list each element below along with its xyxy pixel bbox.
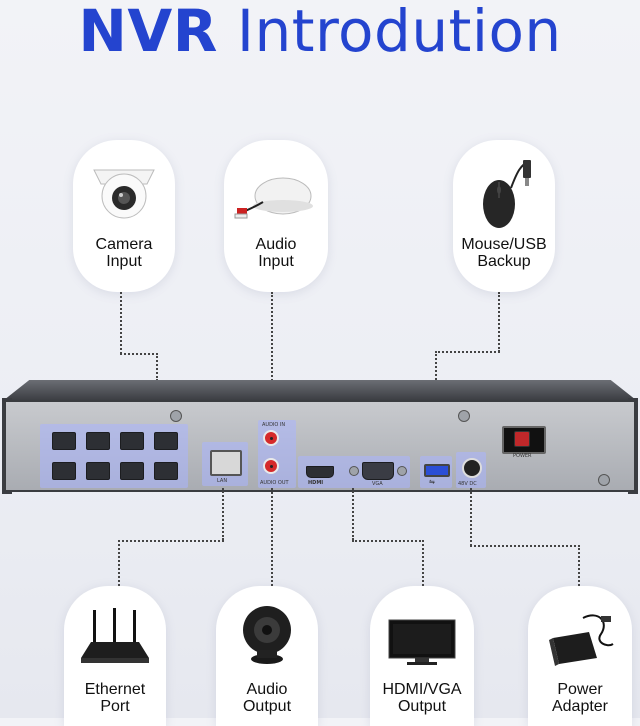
audio-input-bubble: Audio Input (224, 140, 328, 292)
audio-output-label: Audio Output (242, 681, 292, 715)
vga-screw-left (349, 466, 359, 476)
ground-screw (598, 474, 610, 486)
power-adapter-label: Power Adapter (551, 681, 609, 715)
poe-port-7 (120, 462, 144, 480)
usb-symbol: ⇋ (429, 478, 435, 486)
mouse-icon (453, 158, 555, 230)
page-title: NVR Introdution (0, 0, 640, 64)
audio-input-label: Audio Input (255, 236, 297, 270)
mouse-usb-bubble: Mouse/USB Backup (453, 140, 555, 292)
power-wire-h (470, 545, 580, 547)
dc-jack (462, 458, 482, 478)
vga-screw-right (397, 466, 407, 476)
dome-camera-icon (73, 162, 175, 222)
audio-out-wire (271, 488, 273, 586)
power-wire-v2 (578, 545, 580, 586)
lan-text: LAN (217, 478, 228, 484)
usb-wire (498, 292, 500, 352)
audio-highlight (258, 420, 296, 488)
audio-out-jack (263, 458, 279, 474)
power-text: POWER (513, 453, 532, 459)
audio-in-wire (271, 292, 273, 424)
vga-text: VGA (372, 481, 383, 487)
camera-wire-h (120, 353, 158, 355)
title-bold: NVR (78, 0, 218, 65)
power-switch-rocker (514, 431, 530, 447)
poe-port-2 (86, 432, 110, 450)
speaker-icon (216, 602, 318, 668)
poe-port-1 (52, 432, 76, 450)
hdmi-text: HDMI (308, 480, 324, 486)
audio-out-text: AUDIO OUT (260, 480, 289, 486)
audio-in-jack (263, 430, 279, 446)
power-switch (502, 426, 546, 454)
camera-wire-v2 (156, 353, 158, 381)
power-adapter-icon (528, 608, 632, 668)
hdmi-wire-v2 (422, 540, 424, 586)
hdmi-vga-label: HDMI/VGA Output (382, 681, 462, 715)
poe-port-8 (154, 462, 178, 480)
camera-wire (120, 292, 122, 354)
screw-middle (458, 410, 470, 422)
title-light: Introdution (236, 0, 562, 65)
ethernet-wire-v2 (118, 540, 120, 586)
usb-port (424, 464, 450, 477)
poe-port-3 (120, 432, 144, 450)
ethernet-wire-h (118, 540, 224, 542)
camera-input-label: Camera Input (95, 236, 153, 270)
power-wire (470, 488, 472, 546)
vga-port (362, 462, 394, 480)
poe-port-6 (86, 462, 110, 480)
ethernet-port-label: Ethernet Port (84, 681, 146, 715)
ethernet-wire (222, 488, 224, 540)
microphone-icon (224, 166, 328, 224)
ethernet-port-bubble: Ethernet Port (64, 586, 166, 726)
camera-input-bubble: Camera Input (73, 140, 175, 292)
dc-text: 48V DC (458, 481, 477, 487)
nvr-top-cover (4, 380, 636, 400)
screw-left (170, 410, 182, 422)
hdmi-vga-bubble: HDMI/VGA Output (370, 586, 474, 726)
hdmi-wire-h (352, 540, 424, 542)
poe-port-4 (154, 432, 178, 450)
monitor-icon (370, 618, 474, 668)
hdmi-wire (352, 488, 354, 540)
mouse-usb-label: Mouse/USB Backup (461, 236, 547, 270)
power-adapter-bubble: Power Adapter (528, 586, 632, 726)
poe-port-5 (52, 462, 76, 480)
lan-port (210, 450, 242, 476)
router-icon (64, 606, 166, 670)
audio-output-bubble: Audio Output (216, 586, 318, 726)
hdmi-port (306, 466, 334, 478)
usb-wire-h (435, 351, 500, 353)
audio-in-text: AUDIO IN (262, 422, 286, 428)
